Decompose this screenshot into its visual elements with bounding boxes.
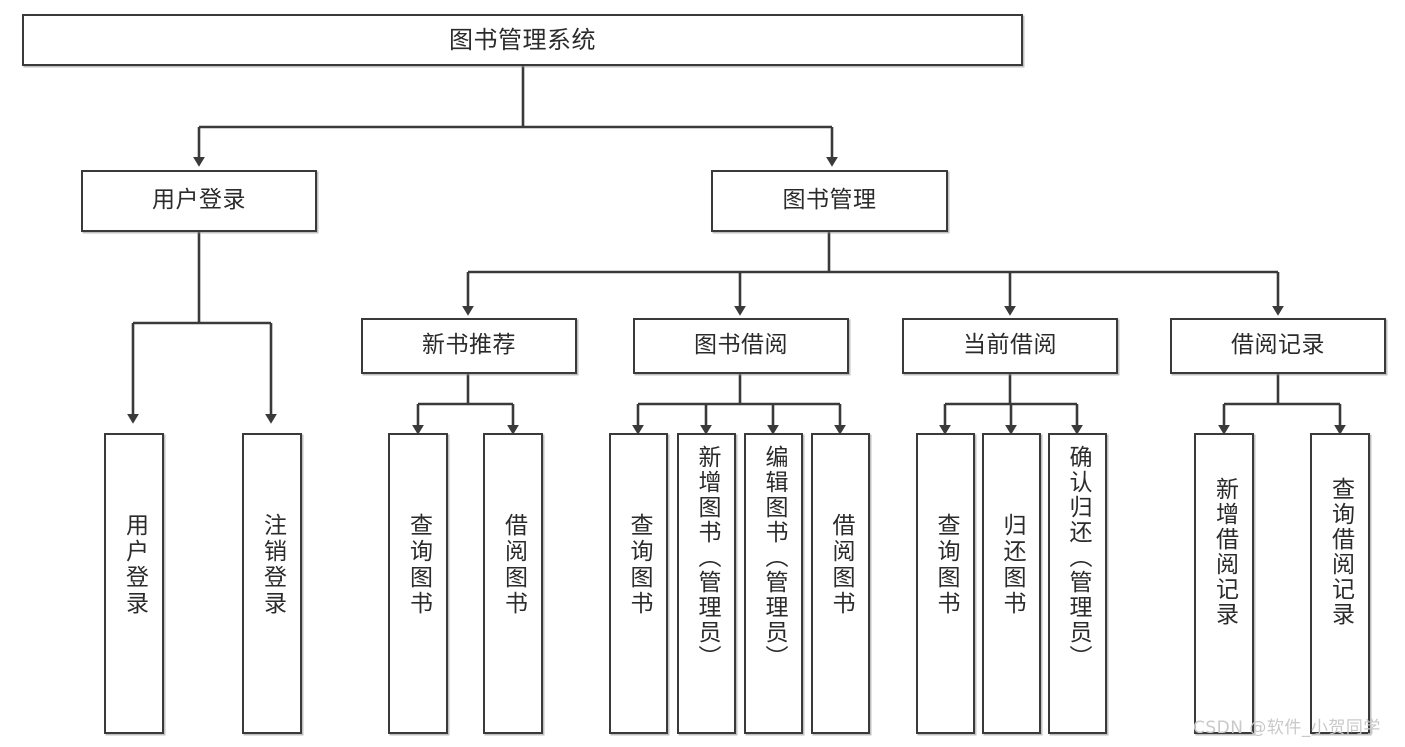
node-book-borrow[interactable]: 图书借阅: [633, 318, 849, 374]
leaf-borrow-book-2-label: 借阅图书: [828, 513, 854, 617]
leaf-user-login-label: 用户登录: [121, 513, 148, 617]
node-current-borrow[interactable]: 当前借阅: [902, 318, 1118, 374]
leaf-confirm-return-label: 确认归还（管理员）: [1065, 445, 1091, 670]
leaf-edit-book[interactable]: 编辑图书（管理员）: [744, 433, 803, 734]
watermark-text: CSDN @软件_小贺同学: [1193, 718, 1381, 738]
leaf-user-login[interactable]: 用户登录: [104, 433, 164, 734]
leaf-add-book[interactable]: 新增图书（管理员）: [677, 433, 736, 734]
leaf-add-record-label: 新增借阅记录: [1211, 477, 1238, 627]
node-user-login-label: 用户登录: [152, 187, 246, 214]
node-borrow-record-label: 借阅记录: [1231, 332, 1325, 359]
node-book-manage-label: 图书管理: [782, 187, 877, 214]
leaf-borrow-book-1[interactable]: 借阅图书: [483, 433, 543, 734]
leaf-query-record[interactable]: 查询借阅记录: [1310, 433, 1370, 734]
node-user-login[interactable]: 用户登录: [81, 170, 317, 232]
leaf-query-book-3[interactable]: 查询图书: [916, 433, 975, 734]
leaf-query-record-label: 查询借阅记录: [1327, 477, 1354, 627]
leaf-borrow-book-1-label: 借阅图书: [500, 513, 527, 617]
leaf-borrow-book-2[interactable]: 借阅图书: [811, 433, 870, 734]
leaf-query-book-1[interactable]: 查询图书: [388, 433, 448, 734]
node-root[interactable]: 图书管理系统: [22, 14, 1023, 66]
node-new-book-recommend[interactable]: 新书推荐: [361, 318, 577, 374]
node-book-manage[interactable]: 图书管理: [711, 170, 948, 232]
leaf-return-book-label: 归还图书: [999, 513, 1025, 617]
leaf-logout[interactable]: 注销登录: [242, 433, 302, 734]
node-current-borrow-label: 当前借阅: [963, 332, 1057, 359]
leaf-query-book-2-label: 查询图书: [626, 513, 652, 617]
leaf-query-book-1-label: 查询图书: [405, 513, 432, 617]
node-new-book-recommend-label: 新书推荐: [422, 332, 516, 359]
node-borrow-record[interactable]: 借阅记录: [1170, 318, 1386, 374]
leaf-return-book[interactable]: 归还图书: [982, 433, 1041, 734]
leaf-add-book-label: 新增图书（管理员）: [694, 445, 720, 670]
leaf-edit-book-label: 编辑图书（管理员）: [761, 445, 787, 670]
leaf-confirm-return[interactable]: 确认归还（管理员）: [1048, 433, 1107, 734]
leaf-query-book-2[interactable]: 查询图书: [609, 433, 668, 734]
leaf-add-record[interactable]: 新增借阅记录: [1194, 433, 1254, 734]
node-root-label: 图书管理系统: [449, 25, 596, 54]
leaf-query-book-3-label: 查询图书: [933, 513, 959, 617]
node-book-borrow-label: 图书借阅: [694, 332, 788, 359]
leaf-logout-label: 注销登录: [259, 513, 286, 617]
